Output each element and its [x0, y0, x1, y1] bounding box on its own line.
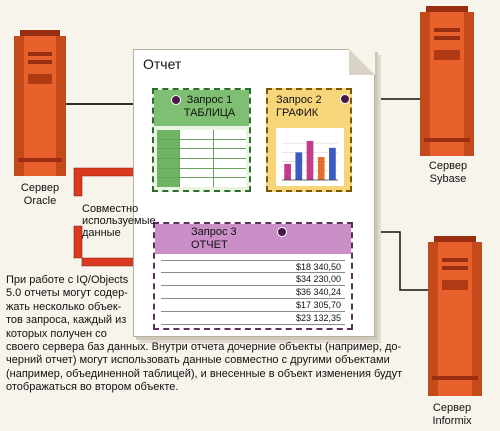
query3-row: $18 340,50	[161, 260, 345, 273]
chart-bar	[306, 140, 314, 180]
shared-data-label-line2: используемые	[82, 215, 156, 227]
query3-title: Запрос 3	[191, 226, 237, 238]
server-sybase-label-line1: Сервер	[428, 160, 468, 172]
report-page-fold	[349, 49, 375, 75]
query3-subtitle: ОТЧЕТ	[191, 239, 228, 251]
shared-data-label: Совместно используемые данные	[82, 203, 162, 239]
query1-subtitle: ТАБЛИЦА	[183, 107, 236, 119]
caption-line: своего сервера баз данных. Внутри отчета…	[6, 341, 402, 354]
caption-line: жать несколько объек-	[6, 300, 122, 313]
query3-row: $36 340,24	[161, 286, 345, 299]
caption-line: отображаться во втором объекте.	[6, 381, 179, 394]
server-oracle-label-line1: Сервер	[20, 182, 60, 194]
query2-subtitle: ГРАФИК	[276, 107, 319, 119]
server-informix	[428, 236, 482, 396]
caption-line: При работе с IQ/Objects	[6, 274, 129, 286]
server-sybase-label-line2: Sybase	[429, 173, 467, 185]
query3-report-object: Запрос 3 ОТЧЕТ $18 340,50 $34 230,00 $36…	[153, 222, 353, 330]
caption-line: тов запроса, каждый из	[6, 314, 127, 327]
query3-row: $34 230,00	[161, 273, 345, 286]
report-title: Отчет	[143, 56, 182, 72]
caption-line: которых получен со	[6, 327, 107, 340]
chart-bar	[284, 163, 291, 180]
query3-row: $23 132,35	[161, 312, 345, 325]
query3-header: Запрос 3 ОТЧЕТ	[155, 224, 351, 254]
server-oracle-label-line2: Oracle	[23, 195, 57, 207]
server-icon	[14, 30, 66, 176]
chart-bar	[329, 147, 336, 180]
query1-link-dot	[171, 95, 181, 105]
query3-link-dot	[277, 227, 287, 237]
caption-line: 5.0 отчеты могут содер-	[6, 287, 128, 300]
query3-row: $17 305,70	[161, 299, 345, 312]
query1-title: Запрос 1	[186, 94, 233, 106]
server-oracle-label: Сервер Oracle	[4, 182, 76, 208]
shared-data-label-line3: данные	[82, 227, 121, 239]
server-informix-label: Сервер Informix	[412, 402, 492, 428]
query2-header: Запрос 2 ГРАФИК	[268, 94, 350, 120]
shared-data-label-line1: Совместно	[82, 203, 139, 215]
query2-chart-object: Запрос 2 ГРАФИК	[266, 88, 352, 192]
server-oracle	[14, 30, 66, 176]
query2-bar-chart	[276, 128, 344, 186]
query3-value-rows: $18 340,50 $34 230,00 $36 340,24 $17 305…	[161, 260, 345, 325]
server-informix-label-line1: Сервер	[432, 402, 472, 414]
caption-text: При работе с IQ/Objects 5.0 отчеты могут…	[6, 274, 496, 395]
server-informix-label-line2: Informix	[432, 415, 472, 427]
server-sybase-label: Сервер Sybase	[408, 160, 488, 186]
query2-link-dot	[340, 94, 350, 104]
chart-bar	[317, 157, 325, 180]
caption-line: черний отчет) могут использовать данные …	[6, 354, 390, 367]
chart-bar	[295, 152, 303, 180]
server-icon	[420, 6, 474, 156]
query1-header: Запрос 1 ТАБЛИЦА	[154, 90, 249, 126]
query1-table-grid	[157, 130, 246, 187]
server-sybase	[420, 6, 474, 156]
caption-line: (например, объединенной таблицей), и вне…	[6, 367, 403, 380]
query2-title: Запрос 2	[276, 94, 322, 106]
server-icon	[428, 236, 482, 396]
query1-table-object: Запрос 1 ТАБЛИЦА	[152, 88, 251, 192]
